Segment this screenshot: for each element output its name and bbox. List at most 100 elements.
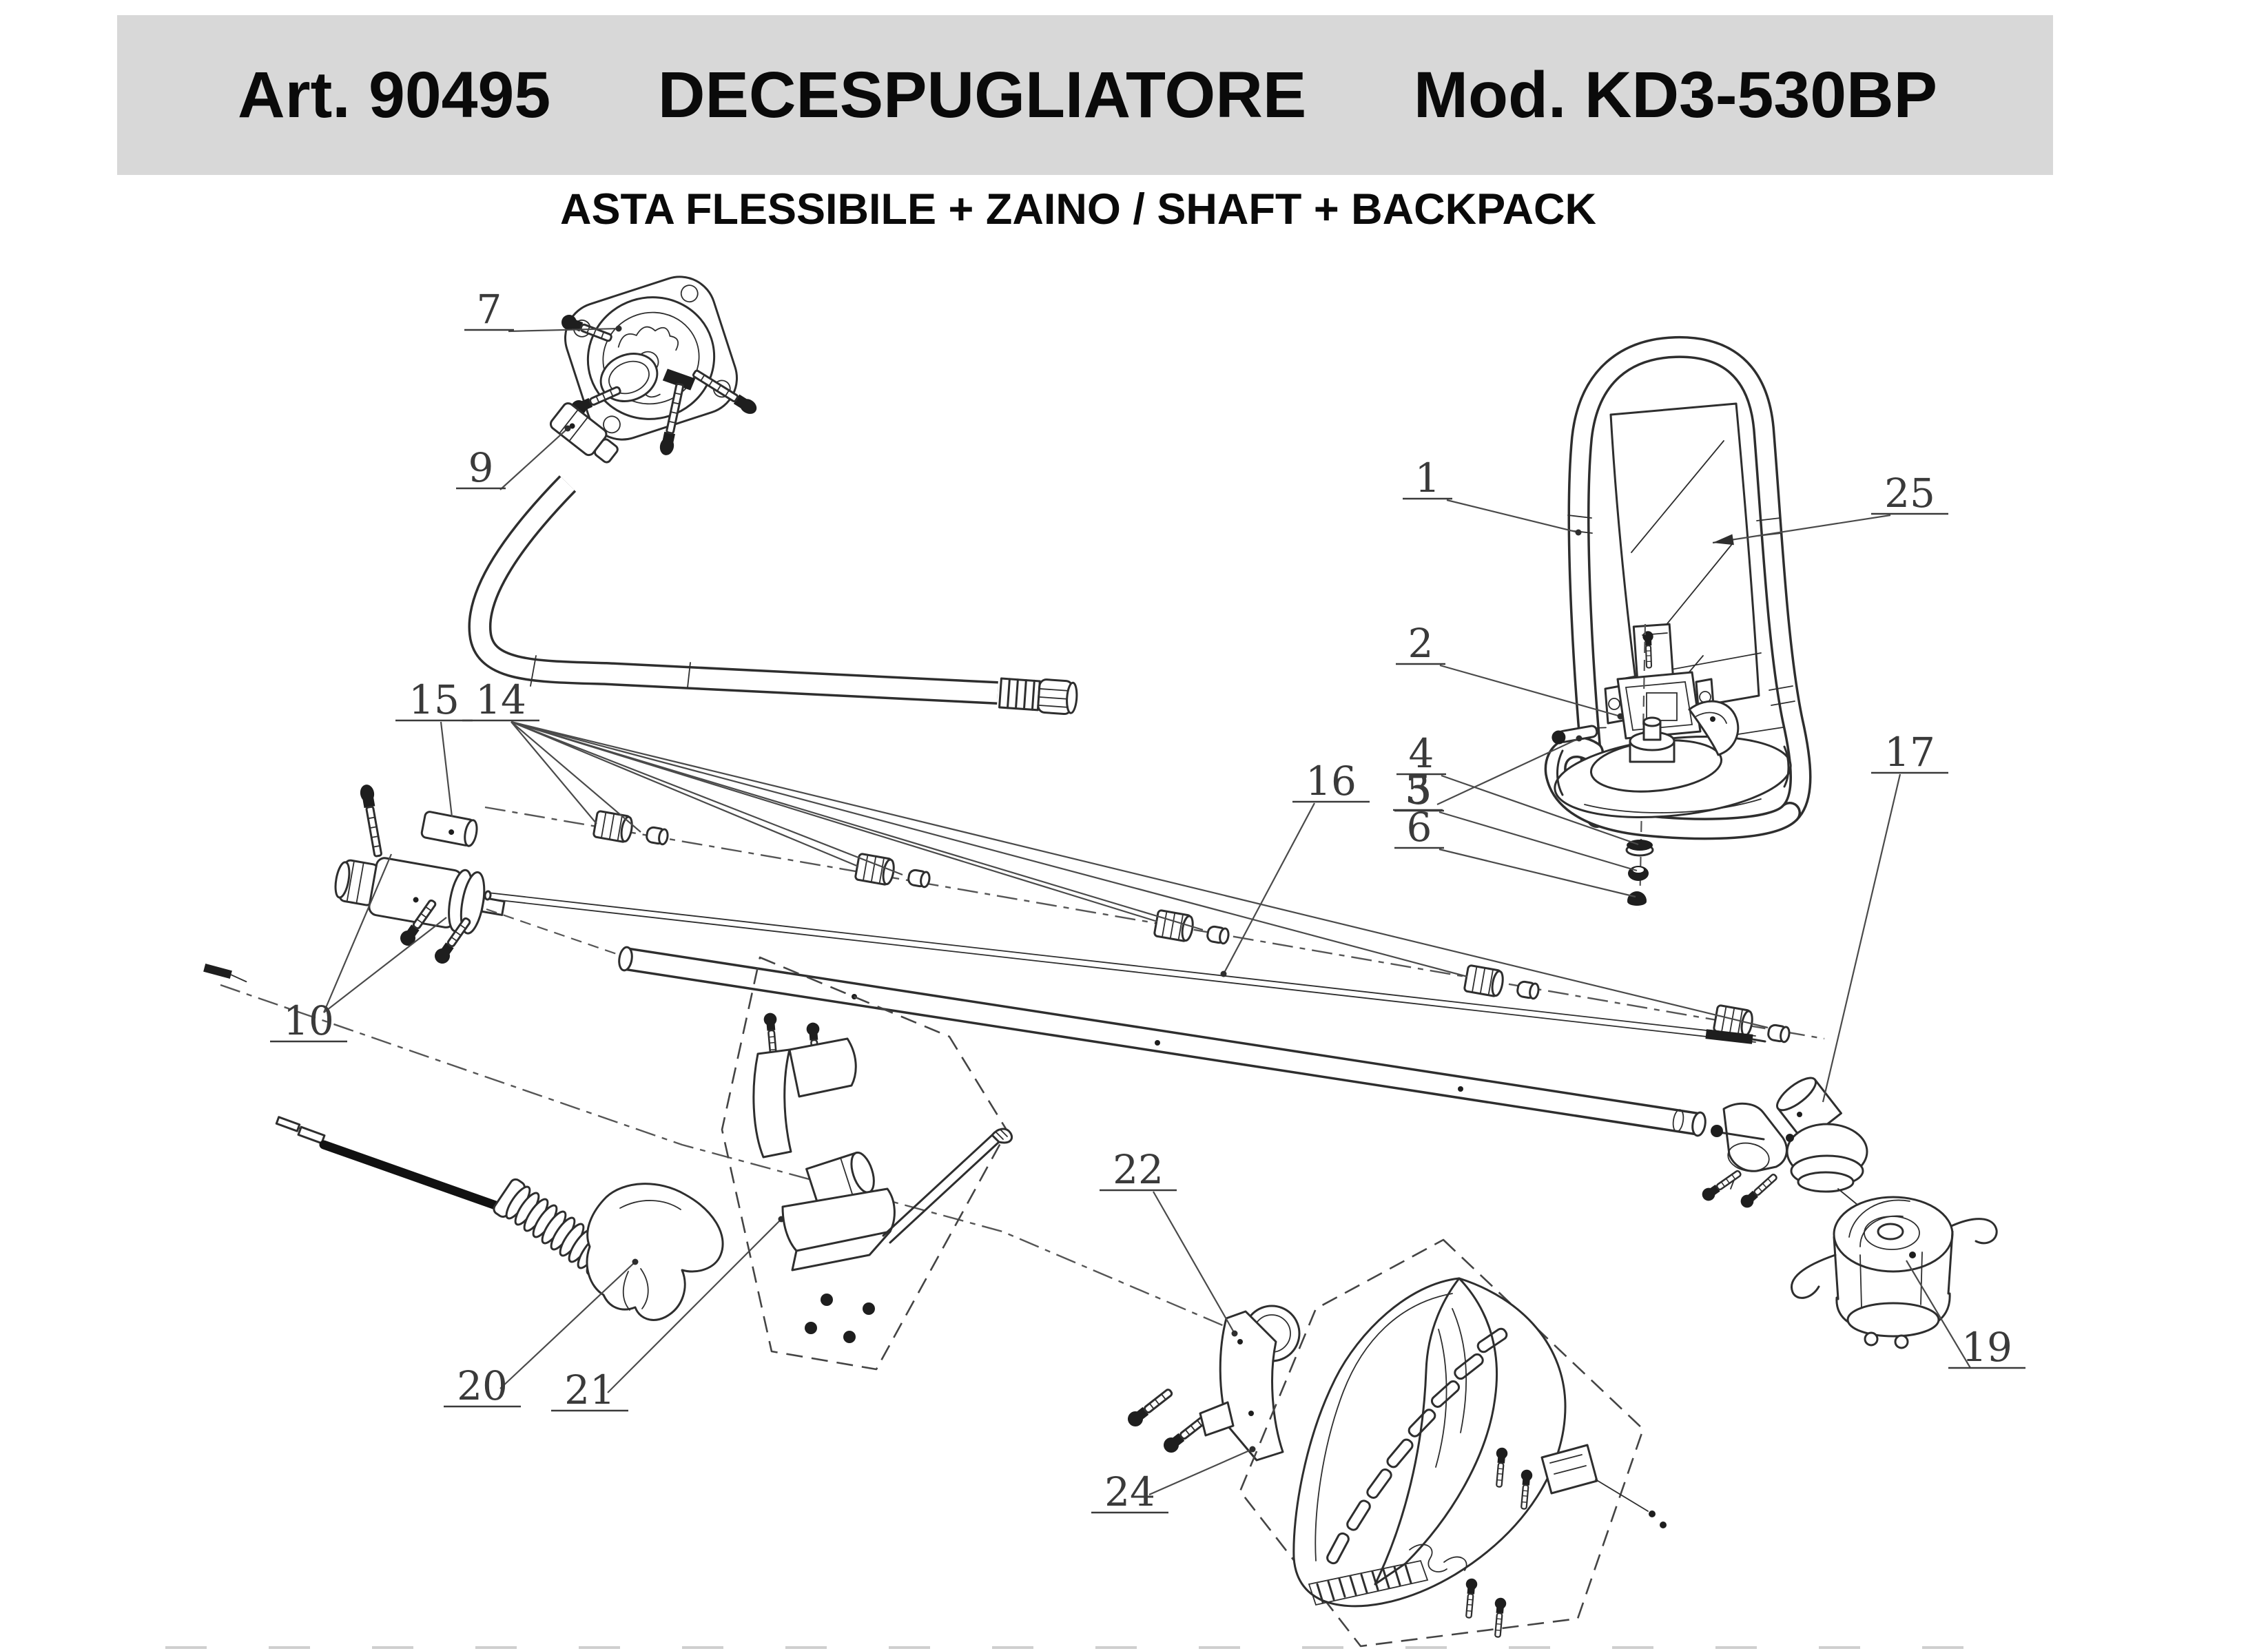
leader-line <box>1223 802 1315 975</box>
gear-head <box>1776 1077 1877 1221</box>
article-number: Art. 90495 <box>238 58 551 132</box>
leader-line <box>323 917 447 1013</box>
leader-line <box>1439 664 1621 718</box>
part-number-text: 14 <box>475 676 526 723</box>
guard-shield-assembly <box>1239 1238 1667 1648</box>
leader-line <box>1712 514 1891 544</box>
model-number: Mod. KD3-530BP <box>1413 58 1937 132</box>
part-label-9: 9 <box>456 425 571 491</box>
leader-line <box>1439 848 1636 898</box>
leader-line <box>1441 774 1639 846</box>
leader-dot <box>1249 1446 1256 1453</box>
coupler-bolt <box>358 782 386 858</box>
phantom-outline <box>1239 1238 1645 1648</box>
leader-dot <box>1220 970 1227 977</box>
leader-line <box>1439 811 1638 872</box>
handle-bracket-assembly <box>721 956 1013 1371</box>
part-number-text: 21 <box>564 1367 615 1413</box>
leader-line <box>508 327 619 333</box>
part-number-text: 10 <box>283 997 334 1044</box>
part-label-1: 1 <box>1403 455 1582 536</box>
throttle-handle <box>493 1178 724 1321</box>
leader-dot <box>1617 713 1624 720</box>
hose-end-ferrule <box>998 677 1078 716</box>
bushing-explode-axis <box>484 806 1825 1040</box>
part-label-15: 15 <box>395 676 473 818</box>
backpack-frame <box>1544 335 1812 840</box>
part-label-10: 10 <box>270 853 447 1044</box>
leader-line <box>322 853 393 1013</box>
part-number-text: 25 <box>1884 470 1935 517</box>
part-number-text: 24 <box>1104 1468 1155 1515</box>
leader-dot <box>615 325 622 332</box>
part-label-24: 24 <box>1091 1446 1256 1515</box>
leader-line <box>511 720 1769 1029</box>
phantom-outline <box>721 956 1009 1371</box>
guard-hatched-edge <box>1308 1559 1429 1606</box>
leader-dot <box>1575 529 1582 536</box>
leader-line <box>1148 1448 1253 1496</box>
backpack-mount-bracket <box>1604 623 1715 740</box>
part-label-22: 22 <box>1100 1146 1238 1337</box>
shaft-sleeve <box>420 811 478 847</box>
leader-arrow <box>1713 534 1734 546</box>
leader-line <box>1153 1191 1235 1334</box>
backpack-back-panel <box>1609 402 1760 718</box>
part-label-5: 5 <box>1394 767 1638 872</box>
part-number-text: 22 <box>1113 1146 1164 1193</box>
part-label-19: 19 <box>1906 1260 2025 1371</box>
part-label-6: 6 <box>1394 804 1636 898</box>
part-label-4: 4 <box>1396 730 1639 846</box>
leader-line <box>440 721 453 818</box>
part-label-16: 16 <box>1220 758 1370 977</box>
inner-drive-shaft <box>484 890 1766 1044</box>
part-label-7: 7 <box>464 286 622 333</box>
product-name: DECESPUGLIATORE <box>657 58 1307 132</box>
part-number-text: 15 <box>409 676 460 723</box>
part-label-21: 21 <box>551 1216 785 1413</box>
leader-line <box>511 721 641 833</box>
flex-shaft-connector <box>549 402 619 464</box>
part-number-text: 6 <box>1407 804 1432 851</box>
leader-line <box>511 721 597 824</box>
leader-line <box>511 720 1204 931</box>
coupler-tube-axis <box>486 908 619 956</box>
leader-line <box>607 1218 782 1393</box>
leader-dot <box>778 1216 785 1223</box>
flexible-drive-hose <box>468 475 1078 716</box>
part-label-17: 17 <box>1822 729 1948 1103</box>
part-label-25: 25 <box>1712 470 1948 546</box>
backpack-swivel-base <box>1554 623 1792 911</box>
part-number-text: 16 <box>1306 758 1357 804</box>
diagram-subtitle: ASTA FLESSIBILE + ZAINO / SHAFT + BACKPA… <box>560 185 1596 233</box>
leader-dot <box>1576 735 1583 742</box>
engine-coupling-flange <box>358 276 761 858</box>
shaft-coupler <box>334 857 506 935</box>
title-bar: Art. 90495 DECESPUGLIATORE Mod. KD3-530B… <box>117 15 2053 175</box>
part-number-text: 2 <box>1408 620 1434 667</box>
part-number-text: 5 <box>1407 767 1432 813</box>
leader-line <box>511 720 1158 923</box>
throttle-cable <box>203 964 516 1216</box>
part-label-20: 20 <box>444 1258 639 1409</box>
part-number-text: 19 <box>1961 1324 2012 1371</box>
part-label-2: 2 <box>1396 620 1624 720</box>
leader-line <box>511 720 903 876</box>
leader-line <box>1906 1260 1971 1369</box>
leader-dot <box>632 1258 639 1265</box>
leader-dot <box>564 425 571 432</box>
part-number-text: 4 <box>1409 730 1434 777</box>
part-number-text: 17 <box>1884 729 1935 776</box>
leader-line <box>1446 499 1579 534</box>
line-limiter-blade <box>1540 1444 1667 1528</box>
trimmer-head-spool <box>1791 1196 1998 1349</box>
part-number-text: 7 <box>477 286 502 333</box>
part-label-14: 14 <box>462 676 1769 1029</box>
leader-line <box>1436 738 1580 805</box>
leader-dot <box>1231 1330 1238 1337</box>
leader-line <box>511 720 1468 978</box>
leader-line <box>511 720 859 868</box>
lever-arm-tip <box>991 1128 1013 1144</box>
guard-bracket <box>1124 1305 1301 1462</box>
